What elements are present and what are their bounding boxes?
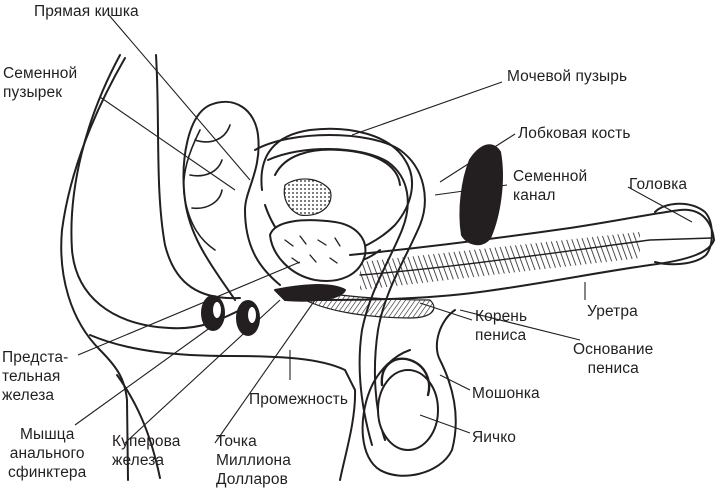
label-scrotum: Мошонка (472, 385, 540, 402)
scrotum (361, 309, 457, 477)
vesicle-loop (182, 100, 281, 301)
pubic-bone (459, 144, 503, 246)
penis-upper (349, 208, 715, 256)
epididymis (380, 357, 431, 397)
label-penis-root: Корень пениса (475, 308, 528, 344)
back-outline (60, 57, 129, 481)
prostate-cells (284, 235, 341, 264)
label-penis-base: Основание пениса (573, 341, 654, 377)
label-glans: Головка (629, 176, 688, 193)
label-pubic-bone: Лобковая кость (518, 125, 631, 142)
label-perineum: Промежность (249, 391, 349, 408)
label-cowper-gland: Куперова железа (112, 433, 181, 469)
vesicle-lobes (182, 124, 231, 251)
testicle-shape (377, 369, 439, 451)
root-dark (274, 284, 346, 302)
sphincter-blob-1-hi (213, 302, 221, 318)
sphincter-blob-2-hi (248, 307, 256, 323)
vas-deferens-2 (267, 148, 409, 446)
label-vas-deferens: Семенной канал (513, 168, 588, 204)
shaft-hatch (360, 232, 640, 290)
buttock-outline (116, 374, 161, 479)
label-prostate: Предста- тельная железа (2, 349, 69, 404)
label-bladder: Мочевой пузырь (507, 68, 628, 85)
bladder-inner (274, 148, 401, 186)
vas-deferens (254, 134, 426, 441)
glans (654, 202, 713, 266)
leader-lines (74, 13, 693, 444)
label-urethra: Уретра (587, 303, 638, 320)
rectum-outer (70, 54, 241, 330)
perineum-outline (89, 334, 357, 481)
rectum-inner (155, 54, 241, 300)
label-million-dollar-point: Точка Миллиона Долларов (216, 433, 291, 488)
prostate-dark (283, 178, 332, 217)
label-rectum: Прямая кишка (34, 3, 139, 20)
prostate-body (269, 219, 367, 282)
label-seminal-vesicle: Семенной пузырек (3, 65, 78, 101)
label-anal-sphincter: Мышца анального сфинктера (8, 426, 87, 481)
label-testicle: Яичко (472, 429, 517, 446)
